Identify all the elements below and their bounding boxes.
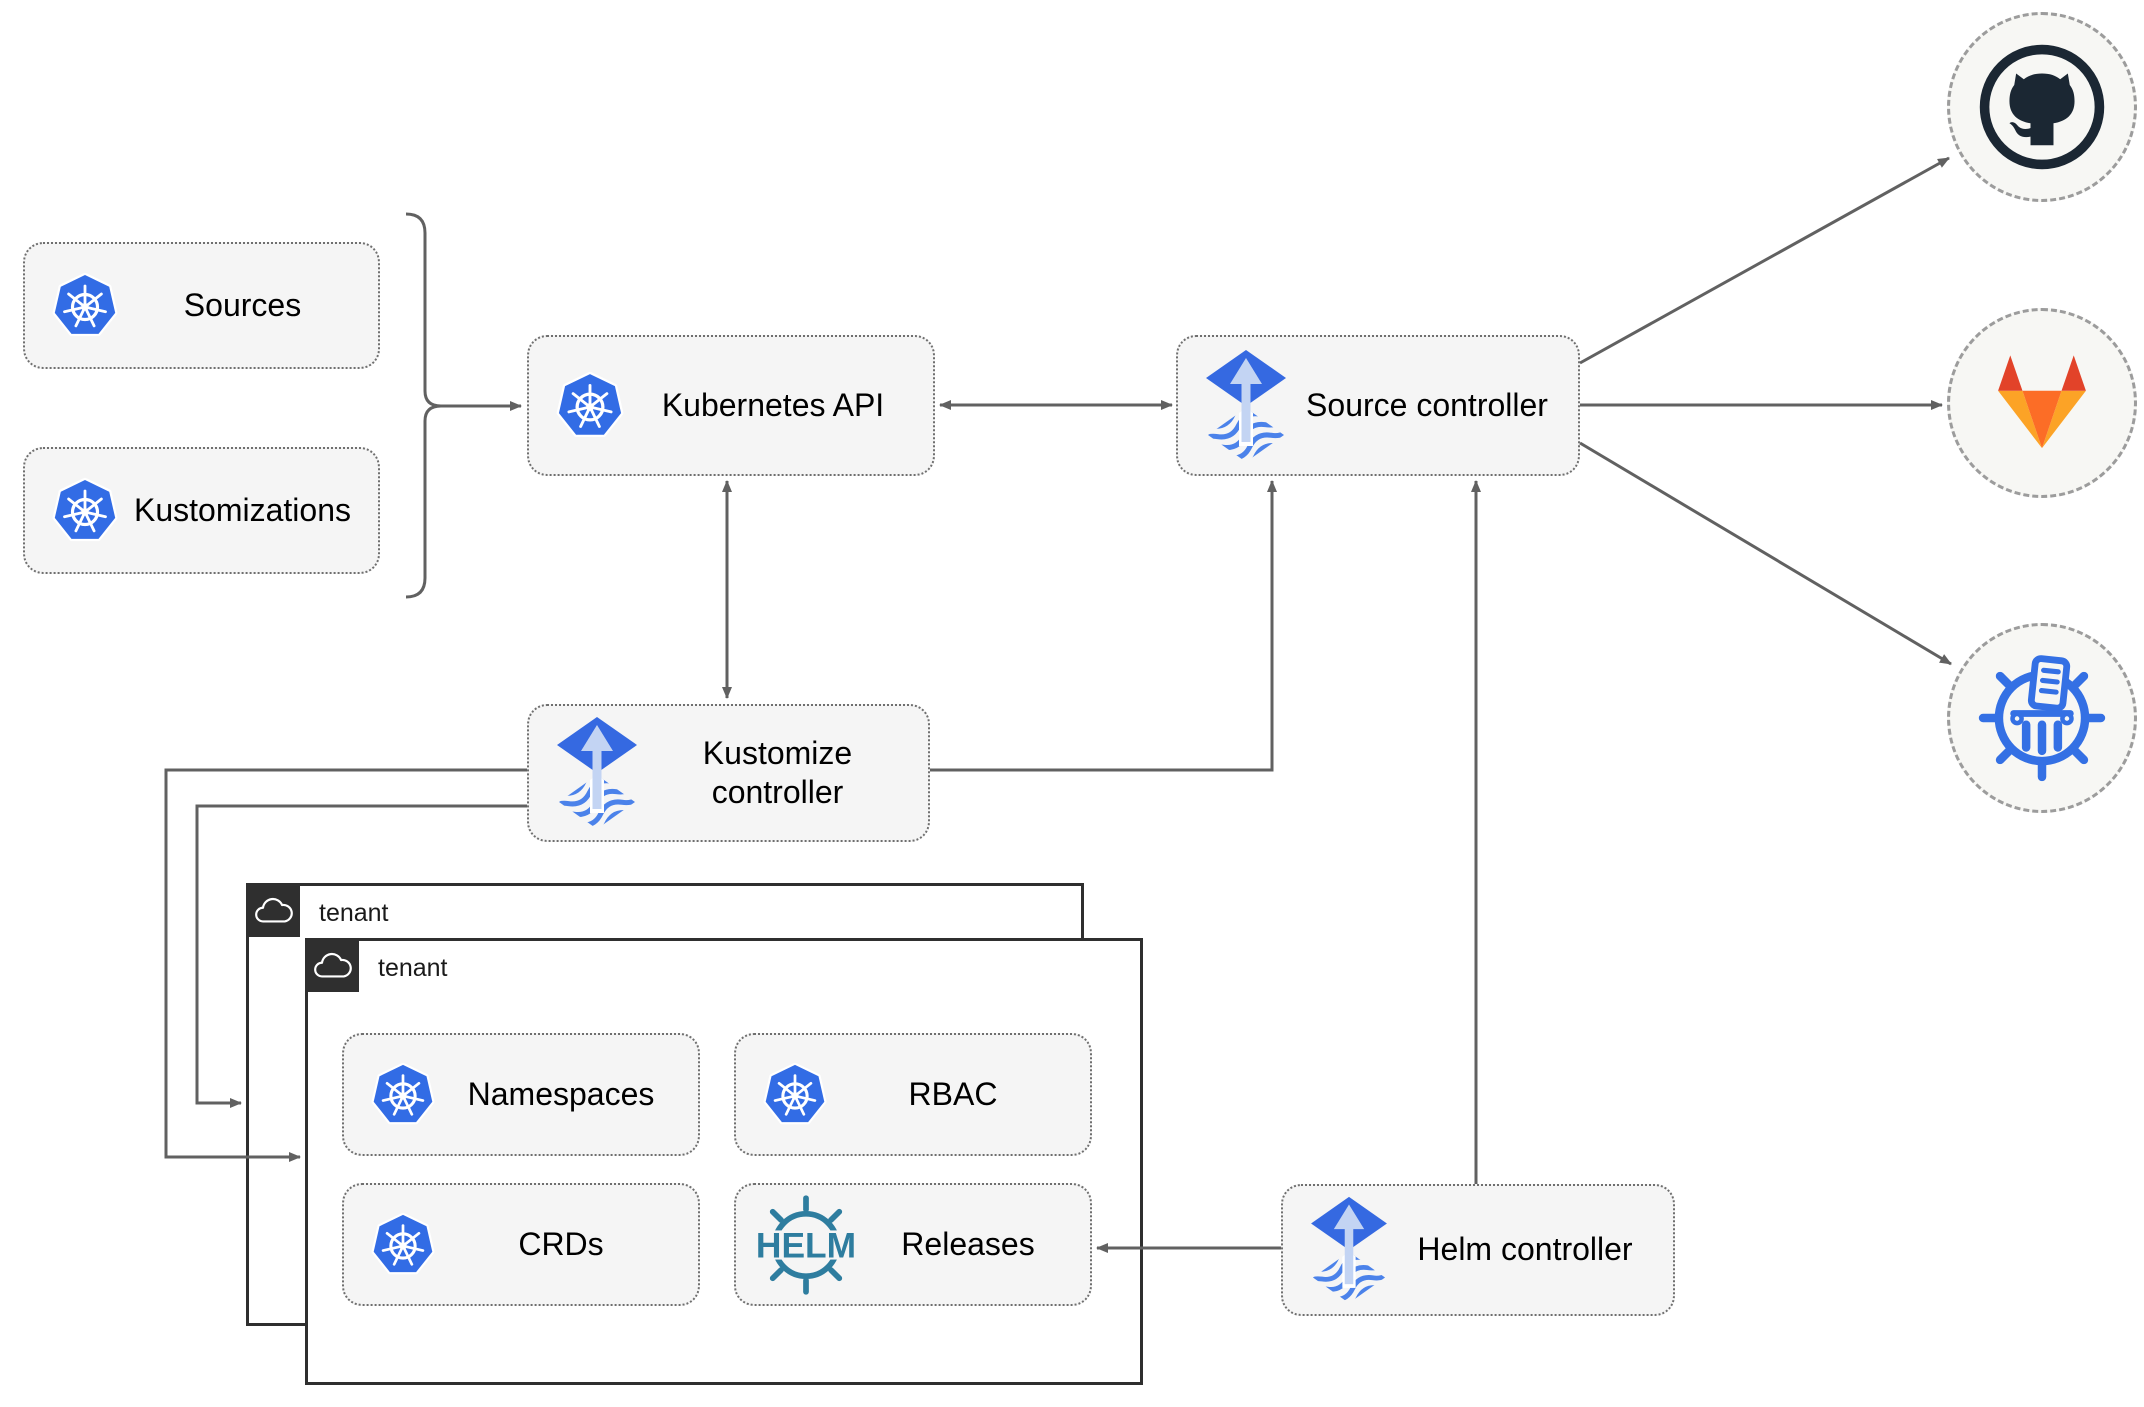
kubernetes-icon xyxy=(370,1212,436,1278)
tenant-tab xyxy=(246,883,300,937)
kubernetes-icon xyxy=(555,371,625,441)
helm-logo-text: HELM xyxy=(756,1226,856,1265)
cloud-icon xyxy=(255,897,293,923)
github-icon xyxy=(1975,40,2109,174)
kubernetes-icon xyxy=(51,272,119,340)
namespaces-node[interactable]: Namespaces xyxy=(342,1033,700,1156)
connector-source-controller-to-helm-repository[interactable] xyxy=(1579,441,1952,666)
releases-node[interactable]: HELM Releases xyxy=(734,1183,1092,1306)
node-label: Kubernetes API xyxy=(661,386,885,423)
rbac-node[interactable]: RBAC xyxy=(734,1033,1092,1156)
node-label: Releases xyxy=(901,1225,1035,1262)
connector-kustomize-controller-to-source-controller[interactable] xyxy=(930,480,1277,772)
kubernetes-icon xyxy=(762,1062,828,1128)
flux-icon xyxy=(555,715,639,831)
tenant-box-front[interactable]: tenant xyxy=(305,938,1143,1385)
node-label: Source controller xyxy=(1306,386,1548,423)
gitlab-remote[interactable] xyxy=(1947,308,2137,498)
tenant-label: tenant xyxy=(319,899,389,927)
kubernetes-icon xyxy=(51,477,119,545)
node-label: Helm controller xyxy=(1417,1231,1633,1268)
tenant-tab xyxy=(305,938,359,992)
node-label: Sources xyxy=(183,286,302,323)
cloud-icon xyxy=(314,952,352,978)
sources-node[interactable]: Sources xyxy=(23,242,380,369)
crds-node[interactable]: CRDs xyxy=(342,1183,700,1306)
helm-repository-remote[interactable] xyxy=(1947,623,2137,813)
node-label: CRDs xyxy=(518,1225,604,1262)
helm-icon: HELM xyxy=(754,1193,858,1297)
helm-controller-node[interactable]: Helm controller xyxy=(1281,1184,1675,1316)
flux-icon xyxy=(1309,1195,1389,1305)
kustomize-controller-node[interactable]: Kustomize controller xyxy=(527,704,930,842)
node-label: Kustomizations xyxy=(134,491,351,528)
node-label: RBAC xyxy=(908,1075,998,1112)
node-label: Kustomize controller xyxy=(702,734,853,810)
grouping-bracket[interactable] xyxy=(405,212,442,599)
kubernetes-api-node[interactable]: Kubernetes API xyxy=(527,335,935,476)
connector-kustomize-controller-to-tenant-back[interactable] xyxy=(195,804,527,1108)
github-remote[interactable] xyxy=(1947,12,2137,202)
kustomizations-node[interactable]: Kustomizations xyxy=(23,447,380,574)
connector-kustomize-controller-to-tenant-front[interactable] xyxy=(164,768,527,1162)
source-controller-node[interactable]: Source controller xyxy=(1176,335,1580,476)
kubernetes-icon xyxy=(370,1062,436,1128)
tenant-label: tenant xyxy=(378,954,448,982)
chartmuseum-icon xyxy=(1974,650,2110,786)
connector-source-controller-to-github[interactable] xyxy=(1579,156,1950,365)
flux-icon xyxy=(1204,348,1288,464)
node-label: Namespaces xyxy=(467,1075,655,1112)
gitlab-icon xyxy=(1998,355,2086,449)
